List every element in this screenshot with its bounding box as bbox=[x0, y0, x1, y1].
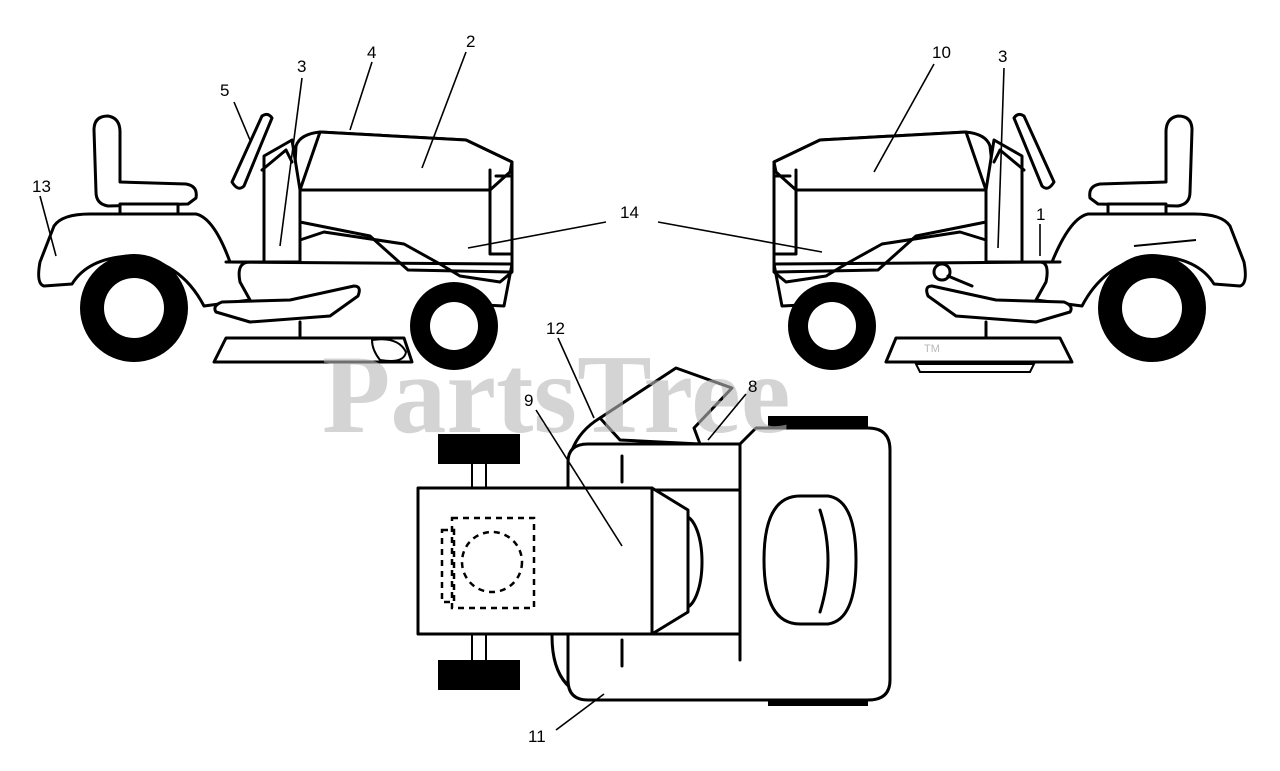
callout-2: 2 bbox=[466, 32, 475, 51]
footrest-right bbox=[925, 284, 1073, 324]
hood-left bbox=[298, 130, 514, 192]
top-front-wheel-upper bbox=[438, 434, 520, 464]
discharge-chute bbox=[598, 366, 734, 446]
seat-left bbox=[92, 114, 198, 208]
footrest-left bbox=[213, 284, 361, 324]
top-seat bbox=[762, 494, 858, 626]
callout-14: 14 bbox=[620, 203, 639, 222]
callout-11: 11 bbox=[528, 727, 546, 746]
tractor-top-view bbox=[416, 366, 892, 706]
callout-4: 4 bbox=[367, 43, 376, 62]
callout-5: 5 bbox=[220, 81, 229, 100]
callout-9: 9 bbox=[524, 391, 533, 410]
steering-wheel-right bbox=[1012, 112, 1056, 190]
callout-3-right: 3 bbox=[998, 47, 1007, 66]
dash-panel-left bbox=[262, 138, 302, 264]
watermark-tm: TM bbox=[924, 343, 940, 355]
mower-deck-left bbox=[212, 336, 414, 364]
callout-1: 1 bbox=[1036, 205, 1045, 224]
seat-right bbox=[1088, 114, 1194, 208]
dash-panel-right bbox=[984, 138, 1024, 264]
lift-lever-knob bbox=[932, 262, 952, 282]
tractor-left-side-view bbox=[37, 112, 514, 370]
callout-13: 13 bbox=[32, 177, 51, 196]
callout-10: 10 bbox=[932, 43, 951, 62]
callout-8: 8 bbox=[748, 377, 757, 396]
callout-3-left: 3 bbox=[297, 57, 306, 76]
tractor-right-side-view bbox=[772, 112, 1247, 373]
steering-wheel-left bbox=[230, 112, 274, 190]
mower-deck-right bbox=[884, 336, 1074, 364]
top-front-wheel-lower bbox=[438, 660, 520, 690]
callouts: 13 5 3 4 2 14 10 3 1 12 8 9 11 bbox=[32, 32, 1045, 746]
leader-lines bbox=[39, 51, 1041, 731]
watermark: PartsTree bbox=[322, 333, 791, 457]
top-hood bbox=[416, 486, 690, 636]
engine-outline bbox=[450, 516, 536, 610]
callout-12: 12 bbox=[546, 319, 565, 338]
